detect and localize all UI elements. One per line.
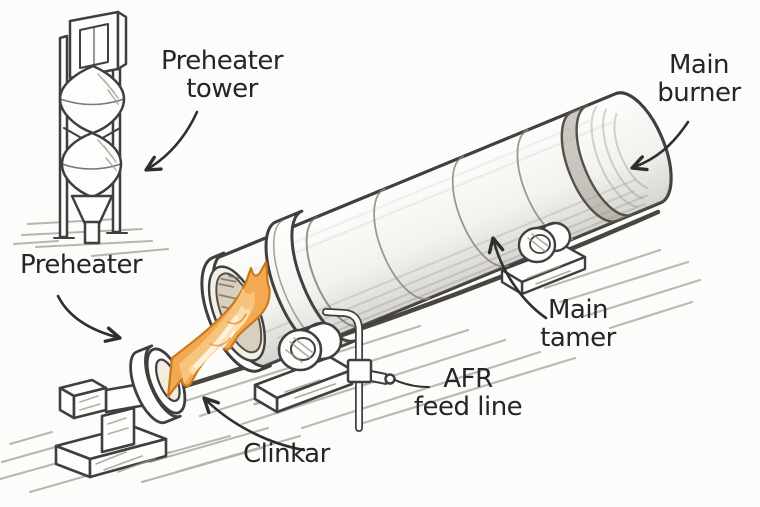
clinkar-arrow <box>202 396 306 452</box>
preheater-arrow <box>56 294 122 343</box>
annotation-arrows <box>56 110 690 452</box>
label-main-tamer-line1: Main <box>547 295 609 325</box>
label-clinkar: Clinkar <box>243 439 330 469</box>
label-main-tamer-line2: tamer <box>540 322 616 353</box>
label-preheater-text: Preheater <box>20 250 143 280</box>
label-main-tamer: Main tamer <box>540 295 616 353</box>
afr-pipe-drawing <box>322 308 430 432</box>
main-burner-arrow <box>630 120 690 172</box>
burner-column <box>100 406 136 454</box>
label-afr-line2: feed line <box>413 391 523 422</box>
label-main-burner-line1: Main <box>668 50 730 80</box>
label-afr-line1: AFR <box>443 364 493 394</box>
label-preheater-tower-line2: tower <box>186 73 258 104</box>
preheater-tower-drawing <box>53 10 128 245</box>
label-main-burner-line2: burner <box>657 77 741 108</box>
preheater-tower-arrow <box>144 110 199 172</box>
label-afr-feed-line: AFR feed line <box>413 364 523 422</box>
label-preheater-tower-line1: Preheater <box>160 46 284 76</box>
main-tamer-arrow <box>487 236 548 320</box>
label-main-burner: Main burner <box>657 50 741 108</box>
afr-leader-line <box>394 379 430 388</box>
afr-nozzle <box>370 370 387 385</box>
label-clinkar-text: Clinkar <box>243 439 330 469</box>
tower-left-leg <box>58 34 69 239</box>
support-roller-left <box>253 321 354 414</box>
afr-nozzle-tip <box>384 373 396 385</box>
afr-valve-body <box>346 358 373 384</box>
label-preheater-tower: Preheater tower <box>160 46 284 104</box>
tower-top-box-side <box>116 10 128 71</box>
tower-outlet-pipe <box>83 220 101 245</box>
flame-drawing <box>166 260 271 399</box>
label-preheater: Preheater <box>20 250 143 280</box>
